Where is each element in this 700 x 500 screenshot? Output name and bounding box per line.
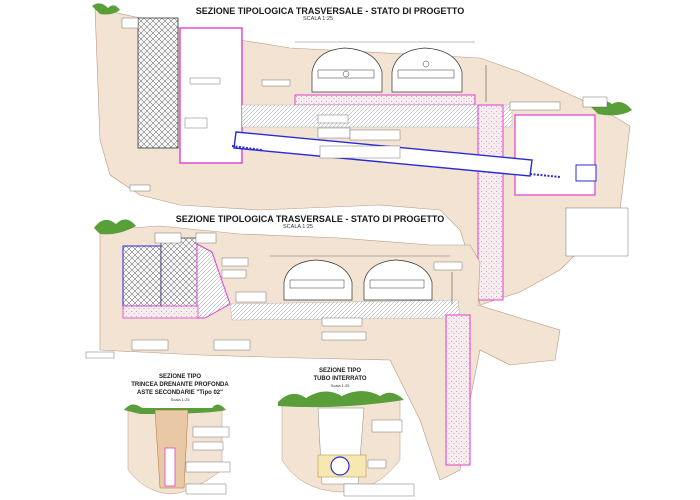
gabion-wall-top: [137, 17, 179, 149]
car-rear-middle: [363, 259, 433, 301]
road-base-top: [241, 104, 513, 128]
right-manhole-top: [514, 114, 596, 196]
callout-boxes-top: [121, 17, 629, 257]
callout-boxes-middle: [85, 232, 463, 359]
right-column-top: [477, 104, 504, 301]
pipe-title-1: SEZIONE TIPO: [319, 368, 361, 374]
scale-top: SCALA 1:25: [303, 16, 333, 22]
car-front-top: [311, 47, 383, 93]
title-top: SEZIONE TIPOLOGICA TRASVERSALE - STATO D…: [196, 6, 465, 16]
road-slab-top: [294, 94, 476, 106]
title-middle: SEZIONE TIPOLOGICA TRASVERSALE - STATO D…: [176, 214, 445, 224]
detail-pipe: SEZIONE TIPO TUBO INTERRATO Scala 1:25: [278, 368, 415, 497]
drain-gravel-left: [231, 145, 263, 151]
trench-scale: Scala 1:25: [171, 397, 191, 402]
pipe-scale: Scala 1:25: [331, 383, 351, 388]
trench-title-1: SEZIONE TIPO: [159, 374, 201, 380]
outlet-box-top: [575, 164, 597, 182]
vegetation-top-left: [92, 3, 120, 15]
trench-title-3: ASTE SECONDARIE "Tipo 02": [137, 390, 223, 396]
drain-gravel-right: [529, 173, 561, 178]
pipe-circle: [330, 456, 350, 476]
trench-callouts: [185, 426, 231, 495]
pipe-callouts: [343, 419, 415, 497]
left-base-middle: [122, 305, 199, 319]
detail-trench: SEZIONE TIPO TRINCEA DRENANTE PROFONDA A…: [124, 374, 231, 495]
scale-middle: SCALA 1:25: [283, 224, 313, 230]
vegetation-trench: [124, 404, 226, 414]
top-section: SEZIONE TIPOLOGICA TRASVERSALE - STATO D…: [92, 3, 632, 306]
vegetation-pipe: [278, 391, 404, 408]
left-chamber-top: [179, 27, 243, 164]
gabion-wall-middle-upper: [160, 237, 198, 315]
gabion-wall-middle: [122, 245, 162, 307]
vegetation-middle-left: [94, 219, 136, 235]
car-front-middle: [283, 259, 353, 301]
pipe-title-2: TUBO INTERRATO: [313, 376, 366, 382]
trench-title-2: TRINCEA DRENANTE PROFONDA: [131, 382, 229, 388]
middle-section: SEZIONE TIPOLOGICA TRASVERSALE - STATO D…: [85, 214, 561, 481]
right-column-middle: [445, 314, 471, 466]
trench-pipe: [164, 447, 176, 487]
car-rear-top: [391, 47, 463, 93]
